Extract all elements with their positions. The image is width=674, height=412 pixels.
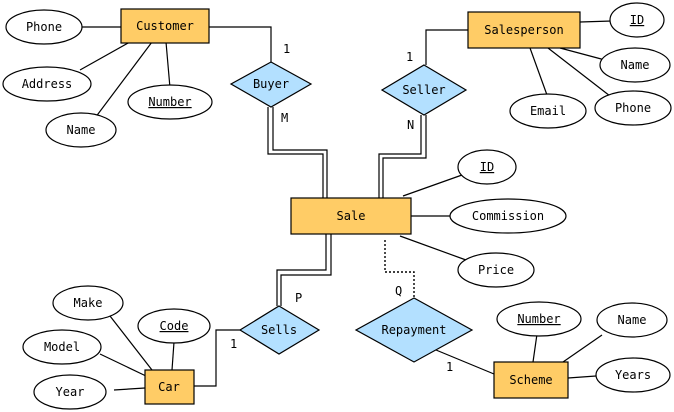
attribute-sale-id-key: ID — [457, 149, 517, 185]
entity-car-label: Car — [158, 380, 180, 394]
attribute-label: Years — [615, 368, 651, 382]
attribute-label: Number — [517, 312, 560, 326]
attribute-label: Code — [160, 319, 189, 333]
entity-customer-label: Customer — [136, 19, 194, 33]
relationship-seller-label: Seller — [402, 83, 445, 97]
attribute-customer-address: Address — [2, 66, 92, 102]
relationship-seller: Seller — [380, 64, 468, 116]
attribute-label: Phone — [615, 101, 651, 115]
entity-customer: Customer — [120, 8, 210, 44]
cardinality-buyer-sale: M — [281, 111, 288, 125]
attribute-customer-phone: Phone — [5, 9, 83, 45]
attribute-salesperson-name: Name — [599, 47, 671, 83]
cardinality-repayment-scheme: 1 — [446, 360, 453, 374]
relationship-buyer: Buyer — [229, 61, 313, 108]
attribute-scheme-name: Name — [596, 302, 668, 338]
attribute-scheme-number-key: Number — [496, 301, 582, 337]
relationship-repayment-label: Repayment — [381, 323, 446, 337]
attribute-label: Phone — [26, 20, 62, 34]
attribute-salesperson-phone: Phone — [594, 90, 672, 126]
attribute-label: Address — [22, 77, 73, 91]
entity-sale-label: Sale — [337, 209, 366, 223]
connector-lines — [79, 20, 613, 391]
attribute-label: ID — [630, 13, 644, 27]
entity-sale: Sale — [290, 197, 412, 235]
attribute-label: Name — [621, 58, 650, 72]
attribute-customer-name: Name — [45, 112, 117, 148]
attribute-car-code-key: Code — [137, 308, 211, 344]
attribute-salesperson-email: Email — [509, 93, 587, 129]
entity-scheme-label: Scheme — [509, 373, 552, 387]
cardinality-salesperson-seller: 1 — [406, 50, 413, 64]
attribute-car-year: Year — [33, 374, 107, 410]
entity-car: Car — [144, 369, 195, 405]
relationship-sells-label: Sells — [261, 323, 297, 337]
attribute-label: Name — [618, 313, 647, 327]
relationship-buyer-label: Buyer — [253, 77, 289, 91]
attribute-label: Year — [56, 385, 85, 399]
attribute-scheme-years: Years — [595, 357, 671, 393]
cardinality-sale-sells: P — [295, 291, 302, 305]
attribute-label: Name — [67, 123, 96, 137]
cardinality-labels: 1 M 1 N P 1 Q 1 — [230, 42, 453, 374]
attribute-label: Commission — [472, 209, 544, 223]
attribute-salesperson-id-key: ID — [609, 2, 665, 38]
attribute-car-model: Model — [22, 329, 102, 365]
relationship-repayment: Repayment — [354, 297, 474, 363]
attribute-label: Model — [44, 340, 80, 354]
attribute-label: ID — [480, 160, 494, 174]
attribute-car-make: Make — [52, 285, 124, 321]
cardinality-seller-sale: N — [407, 118, 414, 132]
attribute-label: Price — [478, 263, 514, 277]
attribute-customer-number-key: Number — [127, 84, 213, 120]
relationship-sells: Sells — [238, 305, 321, 355]
entity-salesperson-label: Salesperson — [484, 23, 563, 37]
entity-salesperson: Salesperson — [467, 11, 581, 49]
cardinality-car-sells: 1 — [230, 337, 237, 351]
cardinality-sale-repayment: Q — [395, 284, 402, 298]
attribute-label: Number — [148, 95, 191, 109]
attribute-label: Make — [74, 296, 103, 310]
attribute-sale-commission: Commission — [449, 198, 567, 234]
attribute-label: Email — [530, 104, 566, 118]
entity-scheme: Scheme — [493, 361, 569, 399]
cardinality-customer-buyer: 1 — [283, 42, 290, 56]
attribute-sale-price: Price — [457, 252, 535, 288]
